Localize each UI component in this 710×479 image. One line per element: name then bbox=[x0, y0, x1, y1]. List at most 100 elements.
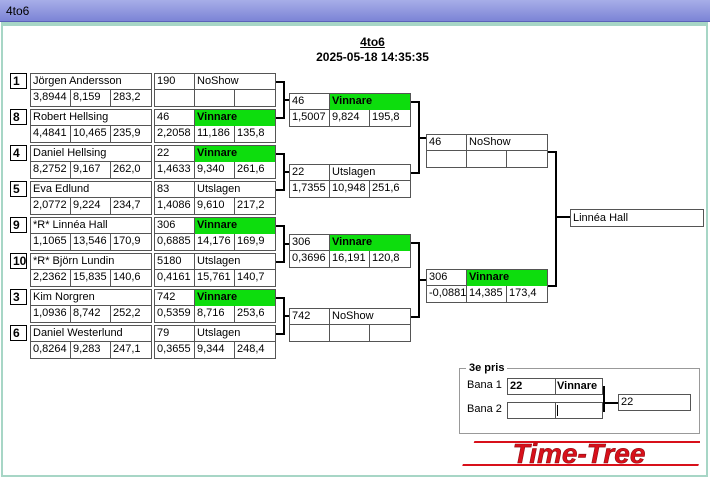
third-place-title: 3e pris bbox=[466, 362, 508, 374]
connector-r2-out bbox=[283, 315, 289, 317]
reaction-time bbox=[290, 325, 330, 341]
reaction-time: 1,5007 bbox=[290, 110, 330, 126]
seed-number: 6 bbox=[10, 325, 27, 341]
entry-header-row: Jörgen Andersson bbox=[31, 74, 151, 90]
start-number: 306 bbox=[290, 235, 330, 251]
elapsed-time: 9,167 bbox=[71, 162, 111, 178]
lane2-entry[interactable] bbox=[507, 402, 603, 419]
connector-r3-out bbox=[418, 279, 426, 281]
elapsed-time: 10,948 bbox=[330, 181, 370, 197]
elapsed-time: 9,340 bbox=[195, 162, 235, 178]
connector-r2-bottom bbox=[276, 117, 284, 119]
reaction-time: 0,4161 bbox=[155, 270, 195, 286]
reaction-time: 1,7355 bbox=[290, 181, 330, 197]
elapsed-time: 15,835 bbox=[71, 270, 111, 286]
start-number: 46 bbox=[427, 135, 467, 151]
reaction-time: 3,8944 bbox=[31, 90, 71, 106]
elapsed-time bbox=[467, 151, 507, 167]
lane1-entry[interactable]: 22 Vinnare bbox=[507, 378, 603, 395]
racer-name: Eva Edlund bbox=[33, 183, 90, 195]
connector-r3-top bbox=[411, 242, 419, 244]
racer-name: *R* Linnéa Hall bbox=[33, 219, 108, 231]
result-status: Utslagen bbox=[197, 255, 241, 267]
entry-header-row: Daniel Westerlund bbox=[31, 326, 151, 342]
start-number: 22 bbox=[155, 146, 195, 162]
elapsed-time: 9,344 bbox=[195, 342, 235, 358]
speed: 170,9 bbox=[113, 235, 141, 247]
lane2-result[interactable] bbox=[556, 403, 602, 418]
speed bbox=[507, 151, 547, 167]
reaction-time: 8,2752 bbox=[31, 162, 71, 178]
lane1-label: Bana 1 bbox=[467, 379, 502, 391]
third-place-group bbox=[459, 368, 700, 434]
elapsed-time: 16,191 bbox=[330, 251, 370, 267]
elapsed-time: 10,465 bbox=[71, 126, 111, 142]
racer-name: Daniel Hellsing bbox=[33, 147, 107, 159]
reaction-time bbox=[155, 90, 195, 106]
lane2-number bbox=[508, 403, 556, 418]
reaction-time: 0,8264 bbox=[31, 342, 71, 358]
start-number: 83 bbox=[155, 182, 195, 198]
start-number: 79 bbox=[155, 326, 195, 342]
connector-r2-top bbox=[276, 297, 284, 299]
winner-badge: Vinnare bbox=[330, 94, 410, 110]
reaction-time: -0,0881 bbox=[427, 286, 467, 302]
start-number: 5180 bbox=[155, 254, 195, 270]
connector-final-vertical bbox=[555, 151, 557, 287]
speed bbox=[235, 90, 275, 106]
racer-name: *R* Björn Lundin bbox=[33, 255, 115, 267]
third-place-result[interactable]: 22 bbox=[618, 394, 691, 411]
final-winner-box[interactable]: Linnéa Hall bbox=[570, 209, 704, 227]
reaction-time: 1,1065 bbox=[31, 234, 71, 250]
connector-r3-top bbox=[411, 101, 419, 103]
speed: 248,4 bbox=[237, 343, 265, 355]
seed-number: 3 bbox=[10, 289, 27, 305]
connector-r2-bottom bbox=[276, 333, 284, 335]
entry-header-row: *R* Linnéa Hall bbox=[31, 218, 151, 234]
result-status: Utslagen bbox=[197, 327, 241, 339]
speed: 173,4 bbox=[509, 287, 537, 299]
winner-badge: Vinnare bbox=[467, 270, 547, 286]
start-number: 46 bbox=[155, 110, 195, 126]
start-number: 46 bbox=[290, 94, 330, 110]
window-titlebar[interactable]: 4to6 bbox=[0, 0, 710, 22]
reaction-time: 1,4633 bbox=[155, 162, 195, 178]
